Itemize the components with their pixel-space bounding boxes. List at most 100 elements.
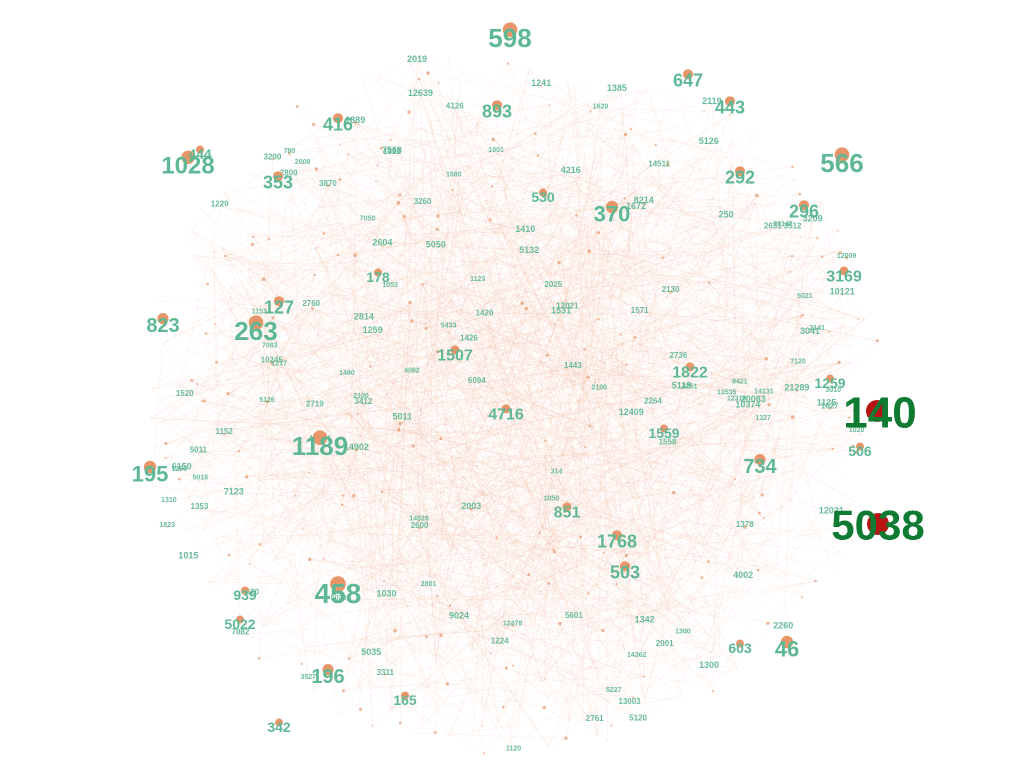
graph-node bbox=[489, 652, 492, 655]
hub-label-506: 506 bbox=[848, 443, 872, 459]
node-label: 4082 bbox=[404, 368, 420, 375]
node-label: 3010 bbox=[825, 387, 841, 394]
node-label: 1822 bbox=[383, 147, 401, 156]
graph-node bbox=[389, 138, 392, 141]
hub-label-342: 342 bbox=[267, 719, 291, 735]
node-label: 5011 bbox=[190, 445, 208, 454]
graph-node bbox=[353, 253, 357, 257]
node-label: 1353 bbox=[191, 502, 209, 511]
node-label: 1823 bbox=[159, 522, 175, 529]
graph-node bbox=[357, 123, 360, 125]
node-label: 2100 bbox=[592, 385, 608, 392]
node-label: 14362 bbox=[627, 652, 647, 659]
node-label: 5118 bbox=[672, 381, 692, 391]
node-label: 1310 bbox=[161, 497, 177, 504]
node-label: 2130 bbox=[662, 285, 680, 294]
graph-node bbox=[583, 348, 586, 351]
graph-node bbox=[451, 188, 454, 192]
graph-node bbox=[201, 400, 203, 402]
node-label: 12021 bbox=[556, 302, 579, 311]
graph-node bbox=[244, 475, 249, 479]
node-label: 12409 bbox=[619, 407, 644, 417]
graph-node bbox=[760, 493, 764, 497]
node-label: 3311 bbox=[377, 668, 395, 677]
graph-node bbox=[527, 573, 531, 577]
graph-node bbox=[624, 553, 628, 558]
node-label: 5227 bbox=[606, 687, 622, 694]
hub-node-1822 bbox=[685, 362, 695, 372]
hub-label-4716: 4716 bbox=[488, 407, 524, 424]
hub-label-893: 893 bbox=[482, 101, 512, 121]
graph-node bbox=[544, 678, 546, 681]
hub-node-5022 bbox=[236, 615, 244, 624]
node-label: 5120 bbox=[629, 714, 647, 723]
graph-node bbox=[314, 167, 319, 171]
graph-node bbox=[552, 548, 555, 551]
graph-node bbox=[838, 251, 842, 255]
graph-node bbox=[875, 339, 879, 343]
graph-node bbox=[800, 596, 803, 599]
graph-node bbox=[632, 696, 635, 699]
node-label: 6094 bbox=[468, 376, 486, 385]
graph-node bbox=[437, 81, 440, 84]
hub-node-603 bbox=[736, 639, 744, 648]
graph-node bbox=[177, 477, 181, 481]
edge-layer bbox=[150, 54, 881, 754]
node-label: 5050 bbox=[426, 239, 446, 249]
graph-node bbox=[491, 137, 496, 142]
graph-node bbox=[665, 162, 670, 166]
node-label: 7082 bbox=[232, 627, 250, 636]
graph-node bbox=[431, 603, 434, 606]
node-label: 1053 bbox=[382, 282, 398, 289]
hub-label-603: 603 bbox=[728, 640, 752, 656]
graph-node bbox=[816, 329, 818, 331]
graph-node bbox=[410, 319, 414, 323]
node-label: 1300 bbox=[675, 629, 691, 636]
node-label: 1420 bbox=[476, 309, 494, 318]
graph-node bbox=[536, 154, 540, 157]
hub-label-140: 140 bbox=[843, 388, 916, 437]
node-label: 4126 bbox=[446, 101, 464, 110]
graph-node bbox=[845, 256, 849, 260]
node-label: 12021 bbox=[819, 506, 844, 516]
node-label: 3200 bbox=[264, 152, 282, 161]
hub-label-939: 939 bbox=[233, 587, 257, 603]
graph-node bbox=[654, 144, 657, 147]
graph-node bbox=[381, 244, 384, 247]
graph-node bbox=[638, 312, 641, 315]
graph-node bbox=[347, 657, 351, 660]
graph-node bbox=[313, 273, 316, 277]
hub-node-444 bbox=[196, 145, 204, 154]
node-label: 1224 bbox=[491, 637, 509, 646]
graph-node bbox=[483, 752, 485, 755]
graph-node bbox=[421, 283, 424, 286]
hub-label-458: 458 bbox=[315, 578, 362, 609]
graph-node bbox=[790, 254, 794, 258]
node-label: 1015 bbox=[178, 551, 198, 561]
graph-node bbox=[351, 561, 353, 563]
graph-node bbox=[314, 247, 316, 250]
graph-node bbox=[375, 180, 377, 182]
graph-node bbox=[257, 656, 261, 660]
graph-node bbox=[647, 541, 649, 543]
graph-node bbox=[619, 333, 622, 336]
hub-label-1259: 1259 bbox=[814, 375, 845, 391]
graph-node bbox=[798, 192, 802, 196]
graph-node bbox=[398, 421, 402, 426]
graph-node bbox=[436, 214, 440, 218]
hub-node-layer bbox=[143, 22, 889, 727]
node-label: 1443 bbox=[564, 361, 582, 370]
graph-node bbox=[407, 110, 411, 114]
node-label: 2264 bbox=[644, 396, 662, 405]
hub-node-458 bbox=[330, 576, 346, 592]
graph-node bbox=[542, 705, 546, 710]
node-label: 5433 bbox=[441, 323, 457, 330]
graph-node bbox=[548, 104, 551, 106]
node-label: 780 bbox=[283, 148, 295, 155]
node-label: 1571 bbox=[631, 306, 649, 315]
node-label: 1378 bbox=[736, 520, 754, 529]
graph-node bbox=[411, 444, 416, 448]
graph-node bbox=[393, 629, 397, 633]
node-label: 1520 bbox=[176, 389, 194, 398]
node-label: 20083 bbox=[741, 394, 766, 404]
